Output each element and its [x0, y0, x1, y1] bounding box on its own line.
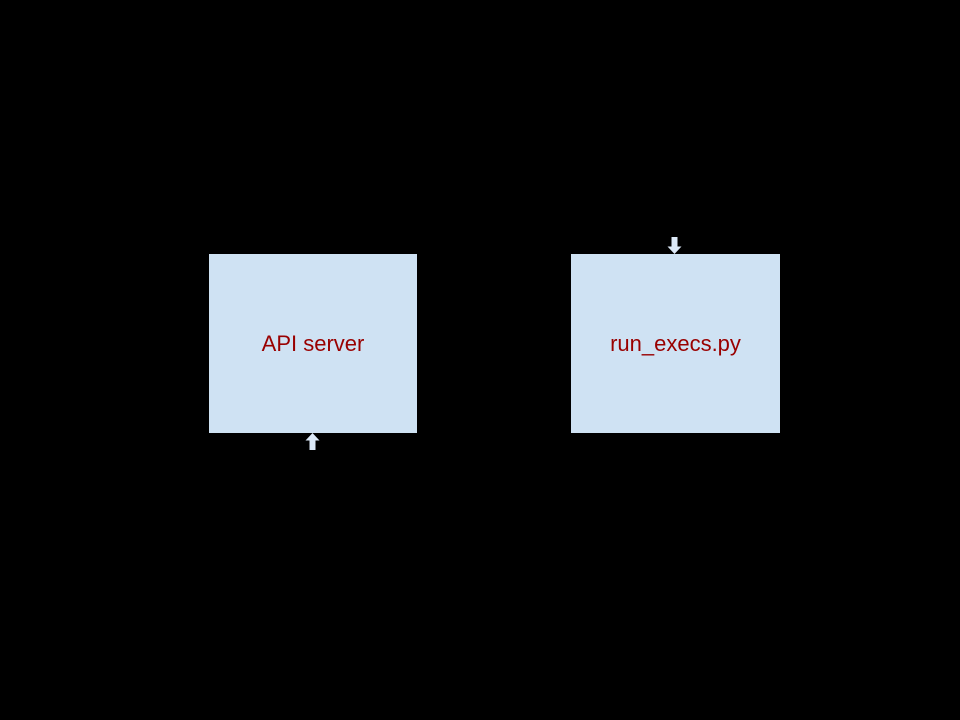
node-run-execs: run_execs.py	[571, 254, 780, 433]
down-arrow-icon	[667, 237, 682, 254]
node-run-execs-label: run_execs.py	[610, 330, 741, 356]
node-api-server-label: API server	[261, 330, 365, 356]
node-api-server: API server	[209, 254, 417, 433]
up-arrow-icon	[305, 433, 320, 450]
